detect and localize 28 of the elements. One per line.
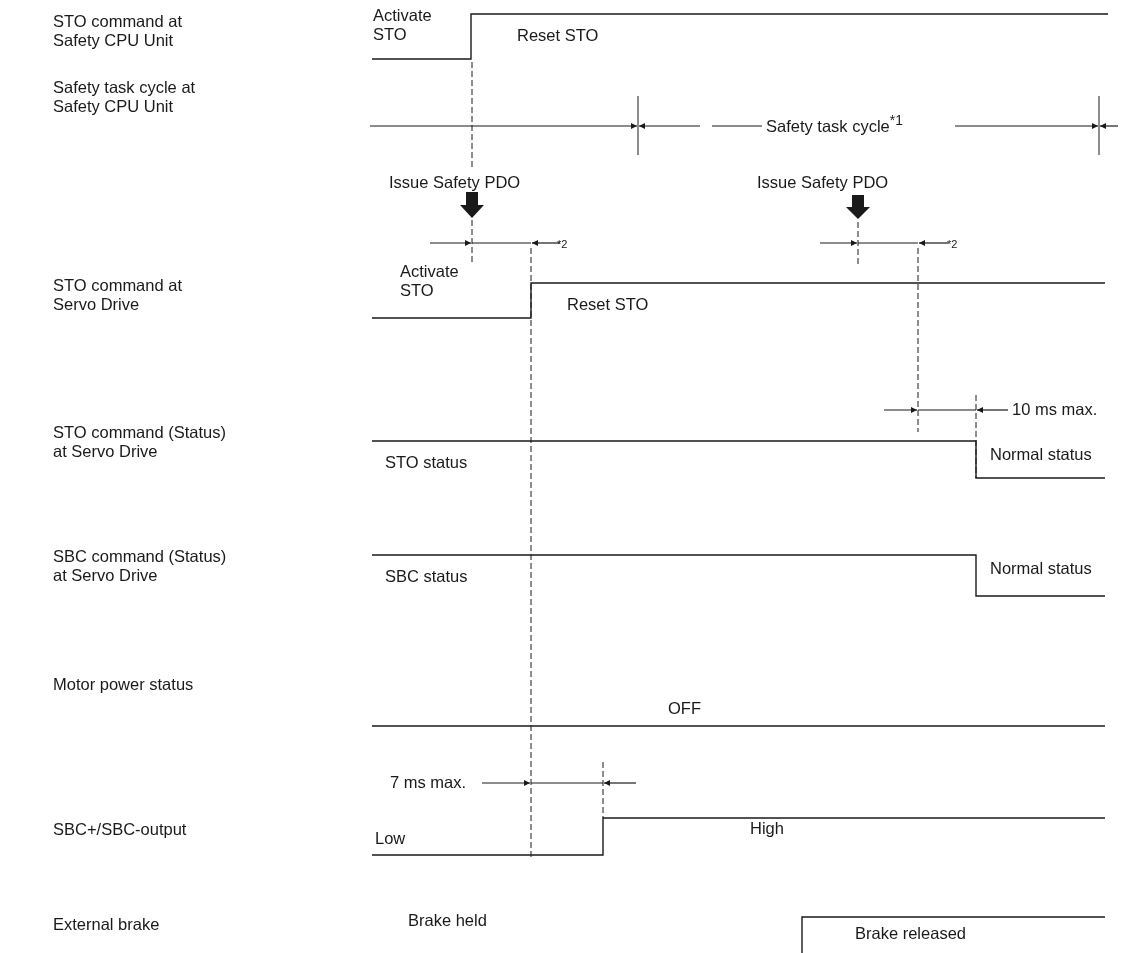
- state-label: OFF: [668, 699, 701, 718]
- state-label: Normal status: [990, 445, 1092, 464]
- state-label: Brake held: [408, 911, 487, 930]
- event-label: Issue Safety PDO: [389, 173, 521, 192]
- timing-label: 10 ms max.: [1012, 400, 1098, 419]
- state-label: SBC status: [385, 567, 468, 586]
- state-label: Activate STO: [373, 6, 433, 44]
- event-label: Issue Safety PDO: [757, 173, 889, 192]
- signal-name: STO command at Safety CPU Unit: [53, 12, 183, 50]
- cycle-label: Safety task cycle$^{*1}$: [766, 113, 903, 136]
- signal-name: Safety task cycle at Safety CPU Unit: [53, 78, 197, 116]
- signal-name: STO command (Status) at Servo Drive: [53, 423, 227, 461]
- note-mark: *2: [947, 238, 958, 251]
- state-label: Activate STO: [400, 262, 460, 300]
- signal-name: SBC+/SBC-output: [53, 820, 187, 839]
- state-label: Normal status: [990, 559, 1092, 578]
- state-label: Brake released: [855, 924, 966, 943]
- signal-name: STO command at Servo Drive: [53, 276, 183, 314]
- state-label: High: [750, 819, 784, 838]
- state-label: Low: [375, 829, 406, 848]
- signal-name: External brake: [53, 915, 160, 934]
- note-mark: *2: [557, 238, 568, 251]
- signal-name: Motor power status: [53, 675, 194, 694]
- signal-name: SBC command (Status) at Servo Drive: [53, 547, 228, 585]
- state-label: Reset STO: [567, 295, 649, 314]
- state-label: STO status: [385, 453, 468, 472]
- timing-label: 7 ms max.: [390, 773, 467, 792]
- state-label: Reset STO: [517, 26, 599, 45]
